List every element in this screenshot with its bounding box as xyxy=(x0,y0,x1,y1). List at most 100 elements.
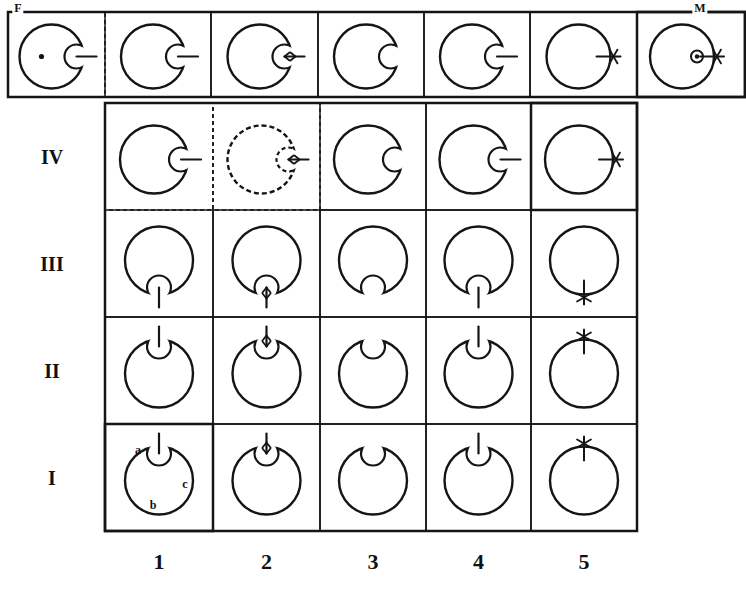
mark-line xyxy=(285,57,290,61)
ring-dot xyxy=(695,54,699,58)
mark-line xyxy=(612,153,620,167)
notch-arc xyxy=(361,442,385,466)
grid-cell xyxy=(531,103,637,210)
mark-line xyxy=(181,158,201,160)
part-letter: c xyxy=(182,478,187,490)
chromosome-cell xyxy=(339,335,407,408)
mark-line xyxy=(263,342,267,347)
mark-line xyxy=(577,440,591,448)
mark-line xyxy=(577,294,591,302)
notch-gap xyxy=(362,277,384,299)
grid-cell xyxy=(320,424,426,531)
centre-dot xyxy=(39,54,44,59)
grid-cell xyxy=(531,317,637,424)
grid-cell-bold xyxy=(105,424,213,531)
chromosome-cell xyxy=(445,227,513,308)
grid-frame xyxy=(105,103,637,531)
top-cell xyxy=(318,12,424,97)
mark-line xyxy=(583,281,585,305)
top-cell xyxy=(211,12,318,97)
mark-line xyxy=(477,434,479,454)
chromosome-cell xyxy=(233,327,301,408)
top-band-frame xyxy=(8,12,745,97)
chromosome-cell xyxy=(228,25,305,89)
mark-line xyxy=(267,336,271,341)
chromosome-cell xyxy=(545,126,623,194)
grid-cell xyxy=(213,317,320,424)
mark-line xyxy=(497,55,517,57)
grid-cell xyxy=(213,210,320,317)
chromosome-cell xyxy=(440,25,517,89)
chromosome-cell xyxy=(547,25,621,89)
chromosome-cell xyxy=(233,434,301,515)
chromosome-cell xyxy=(228,126,309,194)
ring-mark xyxy=(691,51,703,63)
row-numeral: IV xyxy=(41,147,63,167)
notch-gap xyxy=(362,443,384,465)
mark-line xyxy=(477,327,479,347)
row-numeral: II xyxy=(44,361,60,381)
notch-gap xyxy=(380,46,402,68)
mark-line xyxy=(267,294,271,299)
chromosome-cell xyxy=(334,25,403,89)
mark-line xyxy=(263,336,267,341)
mark-line xyxy=(612,153,620,167)
grid-cell xyxy=(320,317,426,424)
mark-line xyxy=(263,443,267,448)
notch-gap xyxy=(384,149,406,171)
chromosome-cell xyxy=(20,25,97,89)
mark-line xyxy=(291,57,296,61)
mark-line xyxy=(267,342,271,347)
grid-cell xyxy=(531,424,637,531)
mark-line xyxy=(267,443,271,448)
parent-letter: F xyxy=(12,2,23,14)
mark-line xyxy=(178,55,198,57)
mark-line xyxy=(583,437,585,461)
mark-line xyxy=(158,288,160,308)
chromosome-cell xyxy=(334,126,407,194)
grid-cell xyxy=(105,424,213,531)
mark-line xyxy=(597,56,621,58)
chromosome-cell xyxy=(121,25,198,89)
grid-cell xyxy=(320,210,426,317)
chromosome-cell xyxy=(445,434,513,515)
grid-cell xyxy=(426,317,531,424)
notch-arc xyxy=(383,148,407,172)
grid-cell xyxy=(426,424,531,531)
chromosome-cell xyxy=(125,227,193,308)
mark-line xyxy=(158,327,160,347)
mark-line xyxy=(577,333,591,341)
mark-line xyxy=(713,50,721,64)
chromosome-cell xyxy=(550,330,618,408)
mark-line xyxy=(263,294,267,299)
mark-line xyxy=(477,288,479,308)
grid-cell xyxy=(320,103,426,210)
column-number: 1 xyxy=(154,551,165,573)
column-number: 3 xyxy=(368,551,379,573)
mark-line xyxy=(267,288,271,293)
column-number: 5 xyxy=(579,551,590,573)
mark-line xyxy=(713,50,721,64)
mark-line xyxy=(295,160,300,164)
grid-cell-bold xyxy=(531,103,637,210)
grid-cell xyxy=(213,424,320,531)
top-cell xyxy=(424,12,530,97)
top-cell xyxy=(530,12,637,97)
mark-line xyxy=(267,449,271,454)
chromosome-cell xyxy=(233,227,301,308)
mark-line xyxy=(263,288,267,293)
chromosome-cell xyxy=(339,227,407,300)
mark-line xyxy=(263,449,267,454)
column-number: 4 xyxy=(473,551,484,573)
mark-line xyxy=(158,434,160,454)
mark-line xyxy=(610,50,618,64)
mark-line xyxy=(599,159,623,161)
chromosome-cell xyxy=(445,327,513,408)
notch-arc xyxy=(361,335,385,359)
mark-line xyxy=(295,156,300,160)
grid-cell xyxy=(426,210,531,317)
chromosome-cell xyxy=(120,126,201,194)
mark-line xyxy=(77,55,97,57)
mark-line xyxy=(289,160,294,164)
